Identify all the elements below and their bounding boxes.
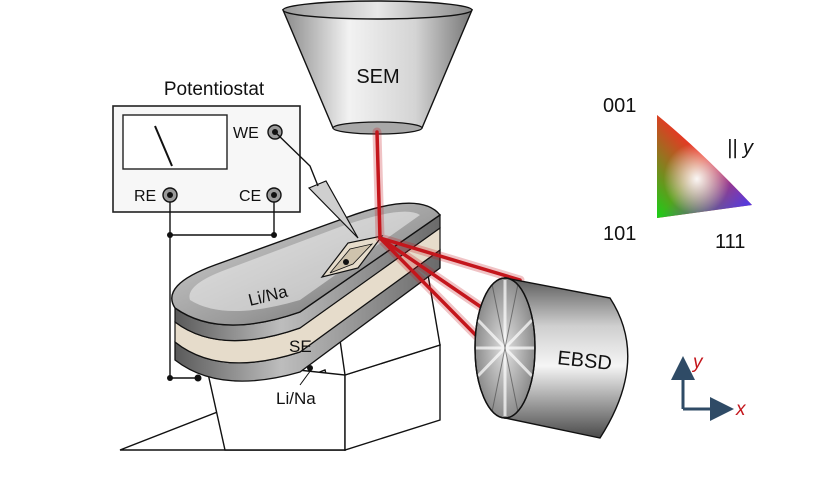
meter-display (122, 114, 228, 170)
bottom-layer-pointer (299, 369, 312, 386)
x-axis-label: x (735, 399, 747, 420)
wiring (167, 131, 319, 381)
bottom-layer-label: Li/Na (276, 389, 316, 408)
ipf-corner-001: 001 (603, 95, 636, 117)
ipf-direction-label: || y (727, 137, 754, 159)
potentiostat: Potentiostat WE RE CE (112, 79, 301, 213)
re-terminal[interactable] (162, 187, 178, 203)
potentiostat-title: Potentiostat (164, 79, 265, 100)
y-axis-label: y (691, 352, 704, 373)
ebsd-detector: EBSD (474, 277, 629, 439)
we-label: WE (233, 125, 259, 142)
electrolyte-label: SE (289, 337, 312, 356)
ce-label: CE (239, 188, 261, 205)
ipf-color-key: 001 101 111 || y (603, 95, 754, 253)
ce-terminal[interactable] (266, 187, 282, 203)
ipf-corner-111: 111 (715, 231, 745, 253)
coordinate-axes: y x (671, 352, 747, 421)
re-ce-bus-wire (169, 202, 275, 236)
sem-label: SEM (356, 66, 399, 88)
sample-disc (171, 202, 442, 382)
meter-needle (154, 125, 173, 167)
we-wire (274, 131, 319, 187)
sem-column: SEM (281, 0, 474, 135)
re-label: RE (134, 188, 156, 205)
ipf-corner-101: 101 (603, 223, 636, 245)
